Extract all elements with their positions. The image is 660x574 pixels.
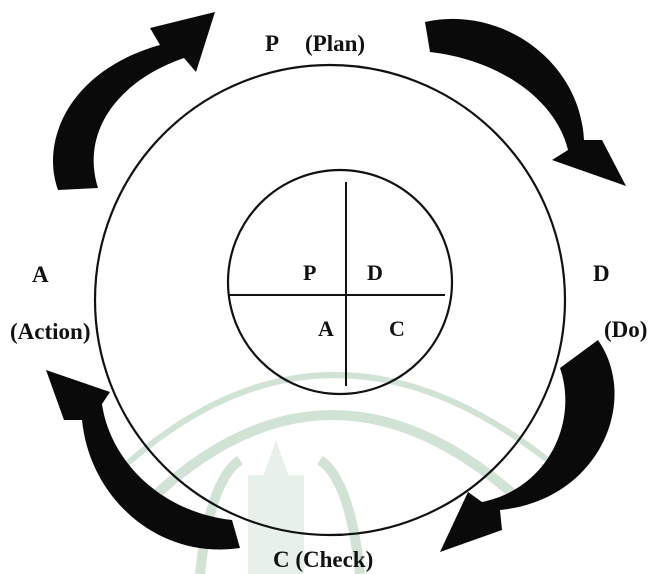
action-label: (Action) <box>10 319 91 344</box>
inner-d-label: D <box>367 260 383 285</box>
do-label: (Do) <box>604 317 648 342</box>
arrow-do-to-check-icon <box>440 340 615 552</box>
action-letter: A <box>32 262 49 287</box>
arrow-action-to-plan-icon <box>53 12 215 190</box>
do-letter: D <box>593 261 610 286</box>
watermark-emblem <box>117 372 562 574</box>
arrow-check-to-action-icon <box>46 370 240 550</box>
inner-circle <box>226 168 454 396</box>
outer-circle <box>93 63 567 537</box>
inner-c-label: C <box>389 316 405 341</box>
inner-p-label: P <box>303 260 317 285</box>
check-label: C (Check) <box>273 547 374 572</box>
plan-label: (Plan) <box>305 31 366 56</box>
arrow-plan-to-do-icon <box>425 18 626 186</box>
inner-a-label: A <box>318 316 334 341</box>
plan-letter: P <box>265 31 280 56</box>
